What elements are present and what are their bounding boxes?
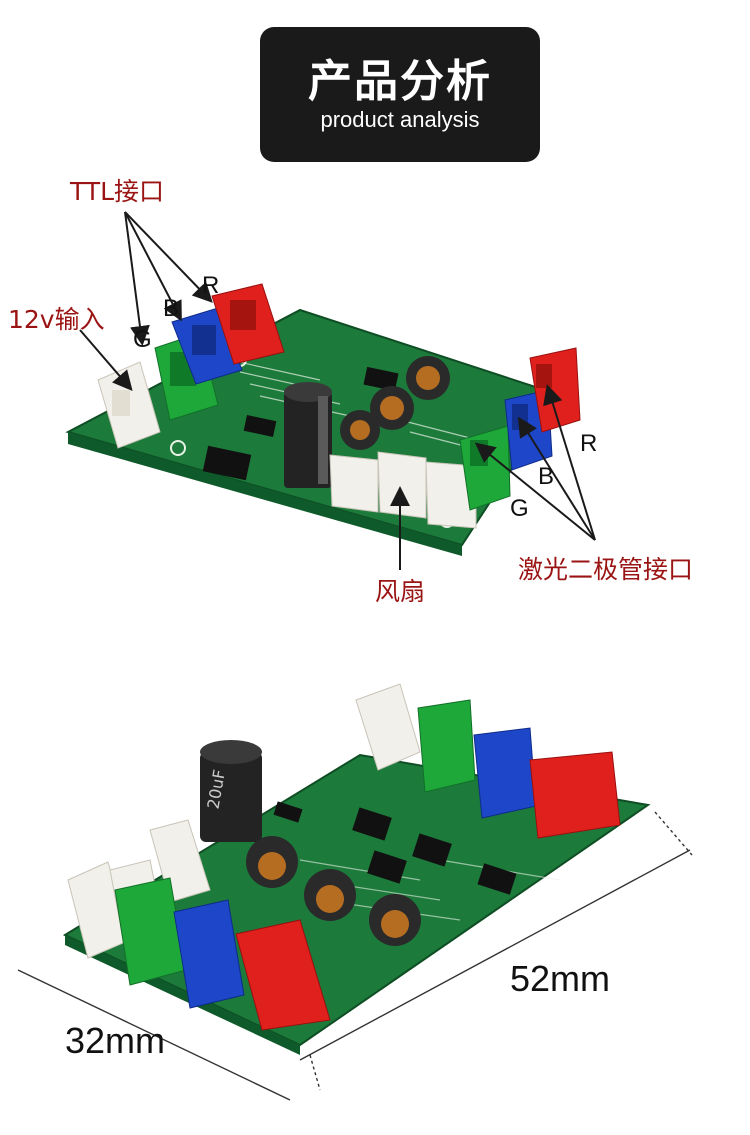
connector-ttl-red <box>211 283 285 365</box>
pin-left-r: R <box>202 272 220 299</box>
input-12v-label: 12v输入 <box>8 305 105 334</box>
width-dimension-label: 52mm <box>510 958 611 999</box>
pin-left-g: G <box>133 326 152 353</box>
fan-connectors <box>329 451 477 529</box>
ttl-interface-label: TTL接口 <box>70 177 165 206</box>
title-chinese: 产品分析 <box>308 56 492 107</box>
title-banner: 产品分析 product analysis <box>260 27 540 162</box>
bottom-board: 20uF <box>17 683 693 1101</box>
fan-label: 风扇 <box>375 577 426 606</box>
top-board <box>65 211 596 570</box>
depth-dimension-label: 32mm <box>65 1020 166 1061</box>
title-english: product analysis <box>320 107 480 132</box>
pin-left-b: B <box>163 295 180 322</box>
pin-right-g: G <box>510 495 529 522</box>
pin-right-r: R <box>580 430 598 457</box>
laser-diode-interface-label: 激光二极管接口 <box>518 555 694 584</box>
pin-right-b: B <box>538 463 555 490</box>
